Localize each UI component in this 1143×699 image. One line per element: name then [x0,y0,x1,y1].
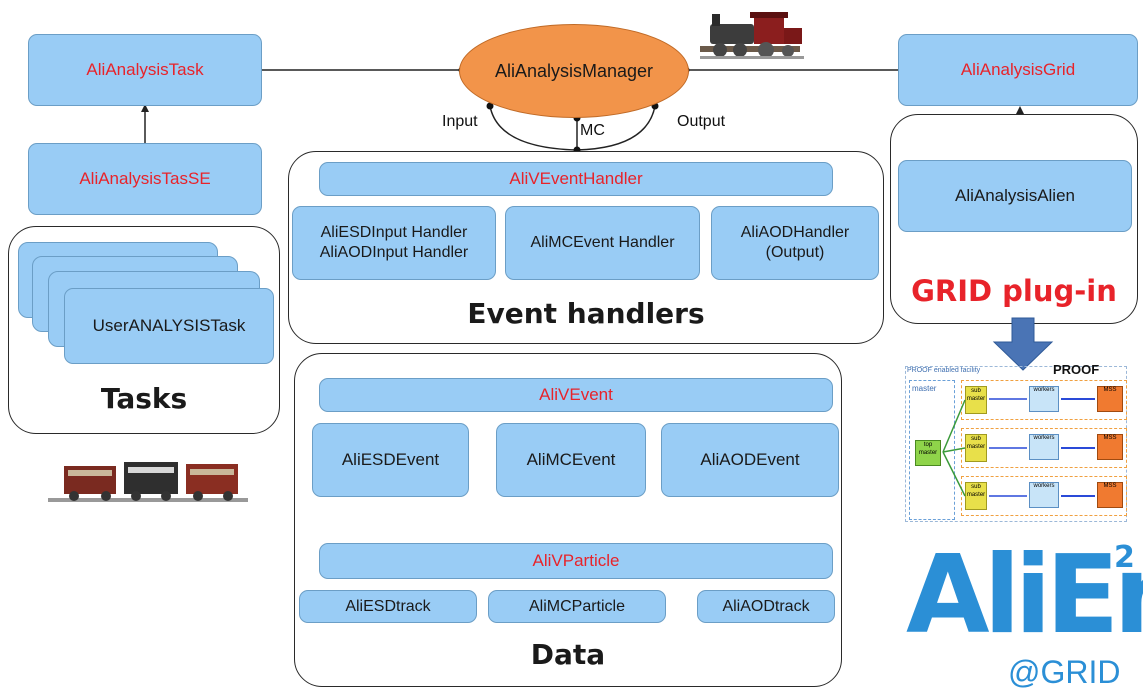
geo-row [961,380,1127,420]
output-label: Output [677,113,726,130]
proof-diagram: PROOF enabled facility PROOF master top … [903,362,1129,524]
ali-analysis-grid-box: AliAnalysisGrid [898,34,1138,106]
mss-node: MSS [1097,482,1123,508]
aod-handler-output-note: (Output) [765,244,825,261]
sub-master-node: sub master [965,434,987,462]
ali-mc-particle-box: AliMCParticle [488,590,666,623]
proof-arrows [942,398,1095,497]
ali-aod-event-box: AliAODEvent [661,423,839,497]
workers-node: workers [1029,482,1059,508]
mss-node: MSS [1097,434,1123,460]
input-label: Input [442,113,478,130]
workers-node: workers [1029,434,1059,460]
ali-esd-track-box: AliESDtrack [299,590,477,623]
aod-handler-label: AliAODHandler [740,224,850,241]
mss-node: MSS [1097,386,1123,412]
ali-mc-event-box: AliMCEvent [496,423,646,497]
alien-logo-text: AliEn [906,533,1143,658]
esd-input-handler-label: AliESDInput Handler [320,224,468,241]
input-handlers-box: AliESDInput Handler AliAODInput Handler [292,206,496,280]
sub-master-node: sub master [965,482,987,510]
alien-logo-superscript: 2 [1114,540,1135,575]
ali-v-event-handler-box: AliVEventHandler [319,162,833,196]
alien-logo: AliEn 2 @GRID [904,533,1143,696]
tasks-title: Tasks [100,382,188,415]
top-master-node: top master [915,440,941,466]
master-label: master [912,384,937,393]
ali-v-particle-box: AliVParticle [319,543,833,579]
analysis-manager-ellipse: AliAnalysisManager [459,24,689,118]
ali-v-event-box: AliVEvent [319,378,833,412]
grid-plugin-title: GRID plug-in [911,274,1117,308]
mc-event-handler-box: AliMCEvent Handler [505,206,700,280]
geo-row [961,476,1127,516]
ali-analysis-tasse-box: AliAnalysisTasSE [28,143,262,215]
user-analysis-task-box: UserANALYSISTask [64,288,274,364]
mc-label: MC [580,122,605,139]
workers-node: workers [1029,386,1059,412]
ali-analysis-task-box: AliAnalysisTask [28,34,262,106]
data-title: Data [530,638,606,671]
ali-aod-track-box: AliAODtrack [697,590,835,623]
proof-label: PROOF [1053,362,1100,377]
arrow-head [1016,106,1024,114]
event-handlers-title: Event handlers [467,297,705,330]
input-curve [489,105,578,151]
ali-esd-event-box: AliESDEvent [312,423,469,497]
arrow-head [141,104,149,112]
aod-handler-box: AliAODHandler (Output) [711,206,879,280]
aod-input-handler-label: AliAODInput Handler [319,244,469,261]
output-curve [576,105,656,151]
alien-logo-grid: @GRID [1008,654,1121,690]
analysis-manager-label: AliAnalysisManager [494,60,654,81]
sub-master-node: sub master [965,386,987,414]
proof-facility-label: PROOF enabled facility [907,367,981,374]
ali-analysis-alien-box: AliAnalysisAlien [898,160,1132,232]
